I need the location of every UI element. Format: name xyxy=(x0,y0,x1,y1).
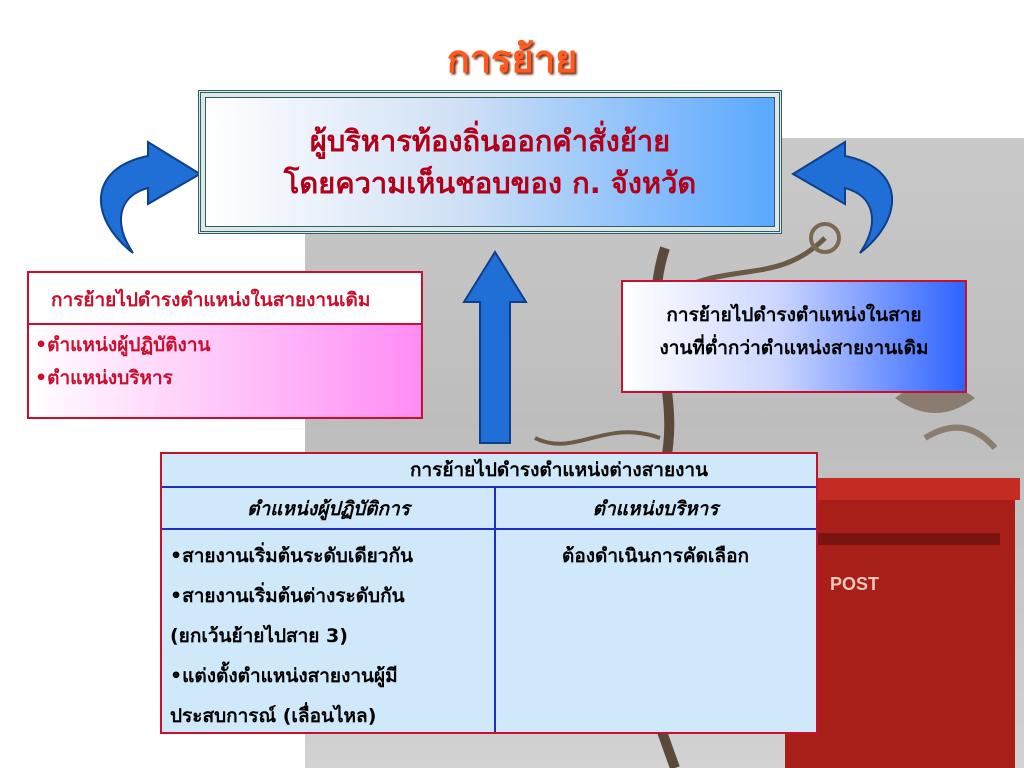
postbox-label: POST xyxy=(830,574,879,594)
up-arrow-icon xyxy=(462,250,528,444)
lower-position-line-1: การย้ายไปดำรงตำแหน่งในสาย xyxy=(666,304,922,326)
column-header-operational: ตำแหน่งผู้ปฏิบัติการ xyxy=(162,488,495,530)
list-item: (ยกเว้นย้ายไปสาย 3) xyxy=(170,625,348,647)
cross-line-transfer-table: การย้ายไปดำรงตำแหน่งต่างสายงาน ตำแหน่งผู… xyxy=(160,452,818,734)
main-order-line-2: โดยความเห็นชอบของ ก. จังหวัด xyxy=(283,166,697,200)
same-line-transfer-list: •ตำแหน่งผู้ปฏิบัติงาน •ตำแหน่งบริหาร xyxy=(29,325,421,417)
list-item: •สายงานเริ่มต้นต่างระดับกัน xyxy=(170,585,405,607)
main-order-inner: ผู้บริหารท้องถิ่นออกคำสั่งย้าย โดยความเห… xyxy=(205,97,775,227)
same-line-transfer-header: การย้ายไปดำรงตำแหน่งในสายงานเดิม xyxy=(29,273,421,325)
list-item: ประสบการณ์ (เลื่อนไหล) xyxy=(170,705,377,727)
table-header: การย้ายไปดำรงตำแหน่งต่างสายงาน xyxy=(162,454,816,488)
list-item: •ตำแหน่งบริหาร xyxy=(35,367,173,390)
page-title: การย้าย xyxy=(446,37,578,81)
list-item: •แต่งตั้งตำแหน่งสายงานผู้มี xyxy=(170,665,398,687)
main-order-box: ผู้บริหารท้องถิ่นออกคำสั่งย้าย โดยความเห… xyxy=(198,90,782,234)
list-item: •ตำแหน่งผู้ปฏิบัติงาน xyxy=(35,334,211,356)
lower-position-line-2: งานที่ต่ำกว่าตำแหน่งสายงานเดิม xyxy=(659,337,929,360)
same-line-transfer-box: การย้ายไปดำรงตำแหน่งในสายงานเดิม •ตำแหน่… xyxy=(27,271,423,419)
curved-arrow-left-icon xyxy=(99,140,202,254)
operational-cell: •สายงานเริ่มต้นระดับเดียวกัน •สายงานเริ่… xyxy=(170,536,488,736)
column-header-executive: ตำแหน่งบริหาร xyxy=(495,488,816,530)
column-divider xyxy=(494,488,496,732)
executive-cell: ต้องดำเนินการคัดเลือก xyxy=(562,545,749,567)
main-order-line-1: ผู้บริหารท้องถิ่นออกคำสั่งย้าย xyxy=(309,123,671,158)
list-item: •สายงานเริ่มต้นระดับเดียวกัน xyxy=(170,545,413,567)
lower-position-transfer-box: การย้ายไปดำรงตำแหน่งในสาย งานที่ต่ำกว่าต… xyxy=(621,280,967,393)
curved-arrow-right-icon xyxy=(791,140,894,254)
